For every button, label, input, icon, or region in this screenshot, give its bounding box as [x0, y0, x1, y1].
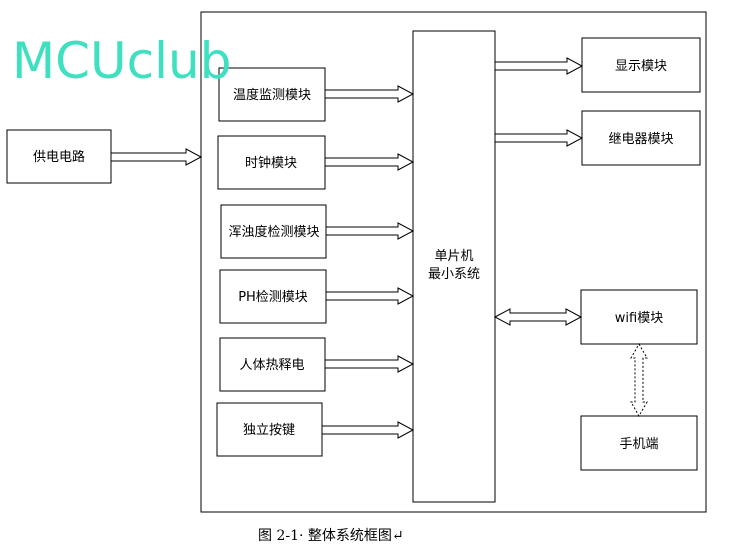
arrow-keys-to-mcu	[322, 421, 415, 439]
watermark-logo: MCUclub	[12, 32, 231, 90]
keys-block	[216, 402, 323, 457]
relay-label: 继电器模块	[608, 132, 673, 147]
arrow-power-to-system	[111, 148, 203, 166]
power-block	[6, 129, 112, 184]
arrow-pir-to-mcu	[325, 355, 415, 373]
mcu-label-line1: 单片机	[434, 249, 473, 264]
arrow-mcu-wifi-bidirectional	[493, 308, 583, 326]
arrow-mcu-to-display	[495, 57, 584, 75]
wifi-block	[580, 289, 698, 345]
arrow-ph-to-mcu	[326, 287, 415, 305]
display-label: 显示模块	[615, 59, 667, 74]
wifi-label: wifi模块	[615, 311, 663, 326]
arrow-clock-to-mcu	[325, 153, 415, 171]
mcu-block	[412, 30, 496, 503]
turbidity-block	[220, 204, 327, 259]
temperature-label: 温度监测模块	[233, 87, 311, 103]
display-block	[581, 37, 701, 93]
arrow-mcu-to-relay	[495, 129, 584, 147]
relay-block	[581, 110, 701, 166]
arrow-temperature-to-mcu	[325, 85, 415, 103]
mcu-label-line2: 最小系统	[428, 267, 480, 282]
ph-block	[219, 269, 327, 324]
turbidity-label: 浑浊度检测模块	[228, 224, 319, 240]
human-pir-block	[219, 337, 326, 392]
clock-block	[217, 135, 326, 190]
human-pir-label: 人体热释电	[239, 358, 304, 373]
arrow-turbidity-to-mcu	[326, 222, 415, 240]
temperature-block	[218, 67, 326, 122]
figure-caption: 图 2-1· 整体系统框图↵	[258, 528, 404, 544]
phone-label: 手机端	[619, 437, 658, 452]
clock-label: 时钟模块	[245, 155, 297, 171]
keys-label: 独立按键	[243, 423, 295, 438]
power-label: 供电电路	[33, 149, 85, 165]
arrow-wifi-phone-wireless	[630, 342, 648, 418]
ph-label: PH检测模块	[238, 290, 308, 305]
phone-block	[580, 415, 698, 471]
